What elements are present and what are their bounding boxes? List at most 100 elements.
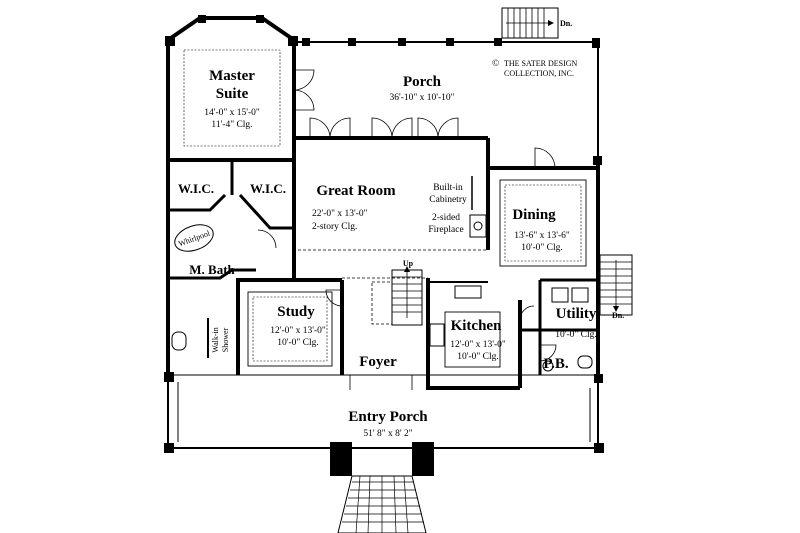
study-tray-inner: [252, 296, 328, 362]
entry-column-2: [412, 442, 434, 476]
porch-name: Porch: [403, 74, 442, 90]
utility-door: [519, 305, 535, 321]
study-door: [325, 289, 343, 307]
walkin-shower-line1: Walk-in: [211, 327, 220, 353]
master-suite-name2: Suite: [216, 86, 249, 102]
porch-stair-top: [501, 7, 559, 39]
m-bath-name: M. Bath: [189, 262, 235, 277]
entry-post-right-1: [594, 374, 603, 383]
porch-door-5: [417, 117, 439, 139]
porch-door-1: [309, 117, 331, 139]
front-door: [349, 375, 413, 390]
stair-down-right-label: Dn.: [612, 311, 624, 320]
utility-left-wall: [520, 280, 542, 332]
entry-stair: [337, 475, 427, 533]
porch-door-6: [437, 117, 459, 139]
entry-post-left-2: [164, 443, 174, 453]
porch-post-2: [348, 38, 356, 46]
dining-porch-door: [534, 147, 556, 169]
master-bay-post-left: [165, 36, 175, 46]
water-heater: [542, 360, 554, 372]
porch-door-4: [391, 117, 413, 139]
walkin-shower-line2: Shower: [221, 327, 230, 352]
washer: [551, 287, 569, 303]
dining-tray-outer: [499, 179, 587, 267]
fireplace-line1: 2-sided: [432, 213, 460, 223]
whirlpool-label: Whirlpool: [177, 228, 212, 248]
study-ceiling: 10'-0" Clg.: [277, 338, 318, 348]
whirlpool-tub: [174, 224, 214, 252]
master-suite-name1: Master: [209, 68, 255, 84]
master-bay-post-top-left: [198, 15, 206, 23]
porch-door-2: [329, 117, 351, 139]
copyright-line1: THE SATER DESIGN: [504, 59, 578, 68]
great-room-size: 22'-0" x 13'-0": [312, 209, 368, 219]
bath-door: [257, 229, 277, 249]
bath-bottom-wall: [168, 268, 256, 280]
porch-post-5: [494, 38, 502, 46]
interior-walls: [168, 158, 598, 390]
master-bay-post-top-right: [256, 15, 264, 23]
kitchen-name: Kitchen: [451, 318, 502, 334]
fireplace-line2: Fireplace: [428, 225, 463, 235]
foyer-name: Foyer: [359, 354, 397, 370]
utility-ceiling: 10'-0" Clg.: [555, 330, 596, 340]
dining-tray-inner: [504, 184, 582, 262]
porch-post-3: [398, 38, 406, 46]
entry-porch-size: 51' 8" x 8' 2": [363, 429, 412, 439]
pb-door: [539, 344, 557, 362]
dining-name: Dining: [512, 207, 556, 223]
builtin-line1: Built-in: [433, 183, 463, 193]
stair-up-label: Up: [403, 259, 414, 268]
kitchen-sink: [454, 285, 482, 299]
dining-ceiling: 10'-0" Clg.: [521, 243, 562, 253]
copyright-line2: COLLECTION, INC.: [504, 69, 574, 78]
wic-right-angle: [238, 193, 294, 230]
stair-down-top-label: Dn.: [560, 19, 572, 28]
porch-size: 36'-10" x 10'-10": [389, 93, 454, 103]
kitchen-island: [444, 311, 501, 368]
toilet-master: [171, 331, 187, 351]
master-suite-bay-wall: [166, 16, 296, 160]
utility-stair: [599, 254, 633, 316]
toilet-pb: [577, 355, 593, 369]
master-porch-door-2: [293, 89, 315, 111]
study-name: Study: [277, 304, 315, 320]
master-tray: [183, 49, 281, 147]
foyer-stair: [371, 266, 423, 326]
entry-porch-name: Entry Porch: [348, 409, 428, 425]
entry-post-right-2: [594, 443, 604, 453]
porch-door-3: [371, 117, 393, 139]
porch-post-4: [446, 38, 454, 46]
utility-name: Utility: [556, 306, 597, 322]
tray-ceilings: [183, 49, 587, 368]
kitchen-size: 12'-0" x 13'-0": [450, 340, 506, 350]
fixtures: [171, 176, 593, 372]
fireplace-box: [469, 214, 487, 238]
master-porch-door-1: [293, 69, 315, 91]
study-size: 12'-0" x 13'-0": [270, 326, 326, 336]
master-suite-ceiling: 11'-4" Clg.: [211, 120, 252, 130]
porch-post-6: [592, 38, 600, 48]
dining-size: 13'-6" x 13'-6": [514, 231, 570, 241]
dryer: [571, 287, 589, 303]
great-room-ceiling: 2-story Clg.: [312, 222, 357, 232]
kitchen-range: [429, 323, 445, 347]
entry-post-left-1: [164, 372, 174, 382]
stairs: [337, 7, 633, 533]
builtin-line2: Cabinetry: [429, 195, 467, 205]
copyright: © THE SATER DESIGN COLLECTION, INC.: [492, 58, 578, 78]
doors: [257, 69, 557, 390]
wic-left-name: W.I.C.: [178, 181, 214, 196]
entry-column-1: [330, 442, 352, 476]
great-room-name: Great Room: [316, 183, 396, 199]
master-suite-size: 14'-0" x 15'-0": [204, 108, 260, 118]
wic-left-angle: [168, 193, 227, 212]
copyright-symbol: ©: [492, 58, 499, 69]
pb-name: P.B.: [543, 356, 569, 372]
fireplace-opening: [473, 221, 483, 231]
wic-right-name: W.I.C.: [250, 181, 286, 196]
kitchen-ceiling: 10'-0" Clg.: [457, 352, 498, 362]
study-tray-outer: [247, 291, 333, 367]
